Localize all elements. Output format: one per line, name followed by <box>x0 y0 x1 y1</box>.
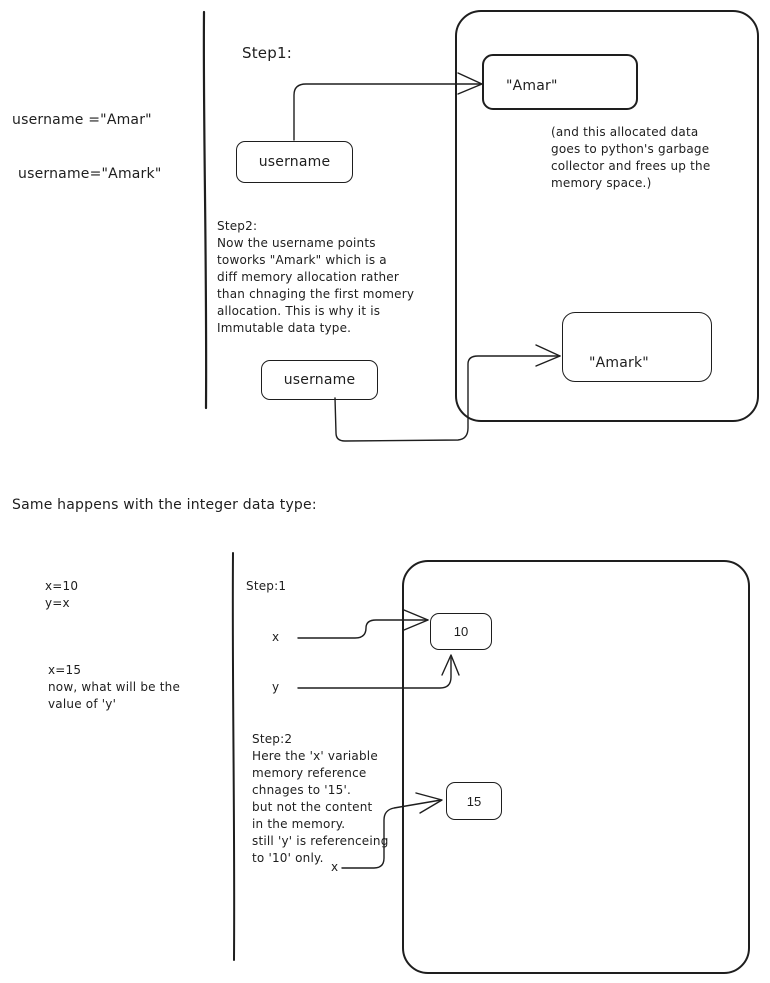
step1-label: Step1: <box>242 44 292 62</box>
username-box-2: username <box>261 360 378 400</box>
step2-explanation: Step2: Now the username points toworks "… <box>217 219 415 336</box>
x-var-label: x <box>272 630 280 644</box>
section-caption: Same happens with the integer data type: <box>12 497 317 513</box>
step1-int-label: Step:1 <box>246 579 287 593</box>
amar-value-label: "Amar" <box>506 78 558 94</box>
memory-container-top <box>455 10 759 422</box>
code-line-username-amark: username="Amark" <box>18 166 162 182</box>
value-15-label: 15 <box>466 793 482 809</box>
amark-value-box: "Amark" <box>562 312 712 382</box>
code-block-x-y: x=10 y=x <box>45 579 79 610</box>
amark-value-label: "Amark" <box>589 355 649 371</box>
username-box-1-label: username <box>258 154 331 170</box>
amar-value-box: "Amar" <box>482 54 638 110</box>
arrow-username-to-amar <box>293 83 482 141</box>
y-var-label: y <box>272 680 280 694</box>
username-box-2-label: username <box>283 372 356 388</box>
username-box-1: username <box>236 141 353 183</box>
code-line-username-amar: username ="Amar" <box>12 112 152 128</box>
divider-bottom <box>231 552 236 961</box>
value-15-box: 15 <box>446 782 502 820</box>
memory-container-bottom <box>402 560 750 974</box>
garbage-collector-note: (and this allocated data goes to python'… <box>551 125 711 191</box>
value-10-label: 10 <box>453 624 469 639</box>
step2-int-explanation: Step:2 Here the 'x' variable memory refe… <box>252 732 389 866</box>
x2-var-label: x <box>331 860 339 874</box>
divider-top <box>202 10 208 410</box>
question-text: x=15 now, what will be the value of 'y' <box>48 663 181 711</box>
value-10-box: 10 <box>430 613 492 650</box>
